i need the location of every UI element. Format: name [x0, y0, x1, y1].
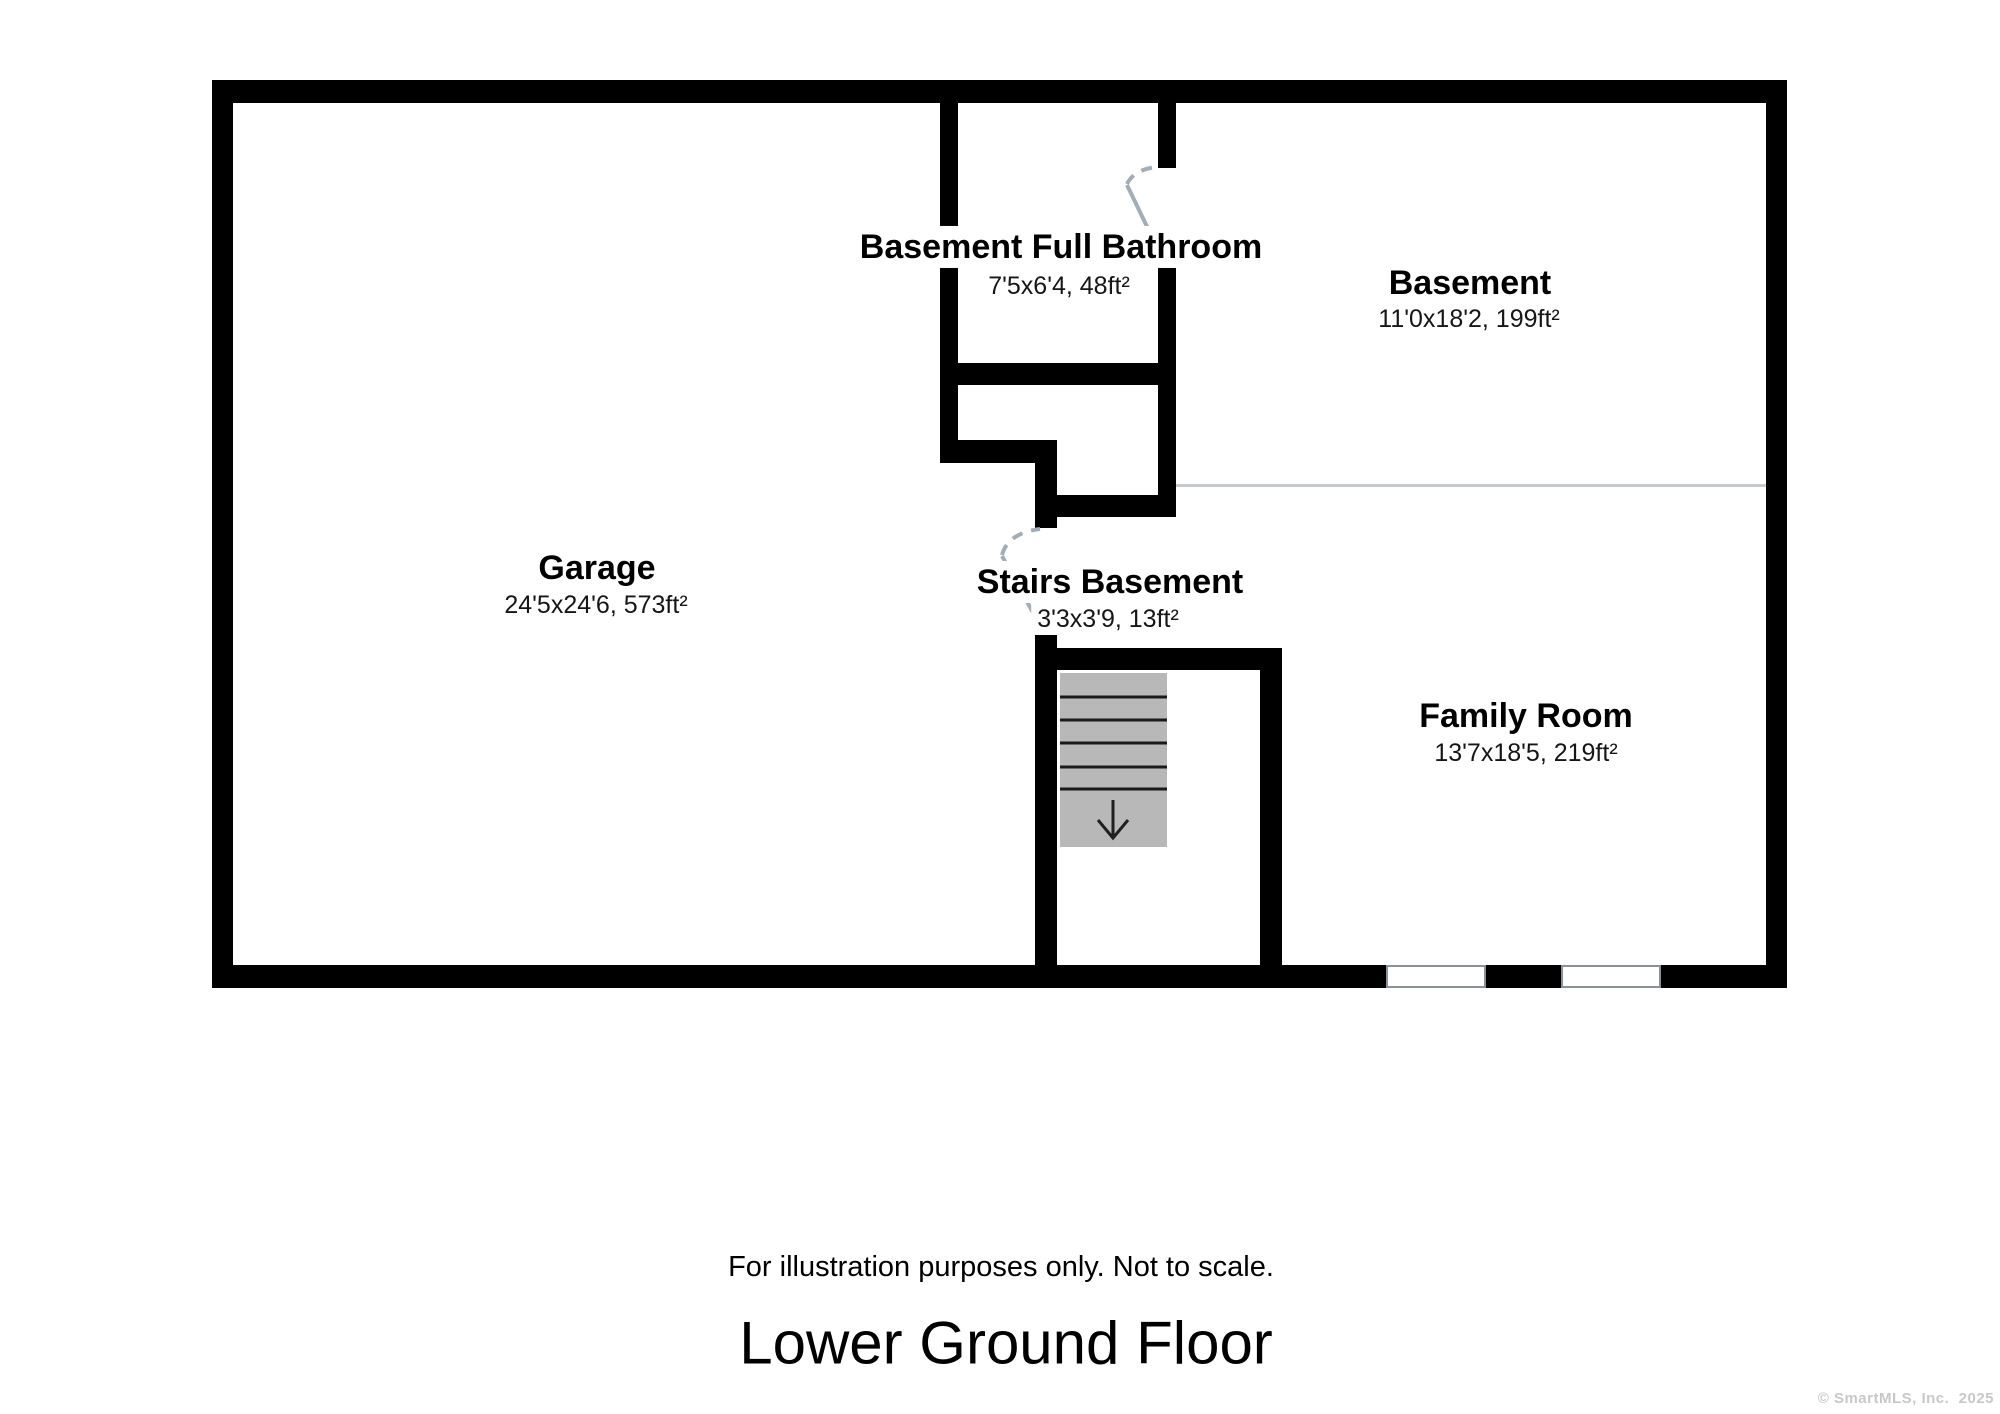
- window-2: [1561, 965, 1661, 988]
- room-dims-bathroom: 7'5x6'4, 48ft²: [982, 270, 1136, 302]
- outer-wall-right: [1766, 80, 1787, 988]
- outer-wall-bottom: [212, 965, 1787, 988]
- watermark-text: © SmartMLS, Inc. 2025: [1817, 1390, 1994, 1407]
- bathroom-wall-left: [940, 100, 958, 463]
- family-room-wall-left: [1260, 670, 1282, 965]
- room-dims-basement: 11'0x18'2, 199ft²: [1372, 303, 1566, 335]
- room-dims-family-room: 13'7x18'5, 219ft²: [1428, 737, 1624, 769]
- hall-wall-left-l: [940, 440, 1057, 463]
- room-label-stairs: Stairs Basement: [970, 560, 1250, 604]
- room-dims-stairs: 3'3x3'9, 13ft²: [1031, 603, 1185, 635]
- disclaimer-text: For illustration purposes only. Not to s…: [728, 1250, 1274, 1283]
- hall-wall-bottom: [1055, 495, 1176, 517]
- staircase: [1060, 673, 1167, 847]
- room-label-basement: Basement: [1382, 261, 1558, 305]
- walls: [212, 80, 1787, 988]
- bathroom-wall-bottom: [940, 363, 1176, 385]
- room-label-garage: Garage: [532, 546, 662, 590]
- room-label-bathroom: Basement Full Bathroom: [853, 225, 1269, 269]
- bathroom-wall-right-lower: [1158, 262, 1176, 385]
- window-1: [1386, 965, 1486, 988]
- stairs-down-arrow-icon: [1096, 800, 1130, 841]
- stairs-wall-left: [1035, 630, 1057, 988]
- floor-title: Lower Ground Floor: [739, 1309, 1273, 1377]
- stairs-doorway-jamb-wall: [1035, 463, 1057, 528]
- outer-wall-top: [212, 80, 1787, 103]
- windows: [1386, 965, 1661, 988]
- stairs-door-arc: [1000, 527, 1041, 556]
- bathroom-door-arc: [1125, 165, 1161, 186]
- room-dims-garage: 24'5x24'6, 573ft²: [498, 589, 694, 621]
- room-label-family-room: Family Room: [1413, 694, 1639, 738]
- hall-wall-right: [1158, 385, 1176, 517]
- stairs-treads: [1060, 695, 1167, 791]
- bathroom-wall-right-upper: [1158, 100, 1176, 168]
- stairs-wall-top: [1055, 648, 1282, 670]
- basement-family-divider-line: [1176, 484, 1766, 487]
- outer-wall-left: [212, 80, 233, 988]
